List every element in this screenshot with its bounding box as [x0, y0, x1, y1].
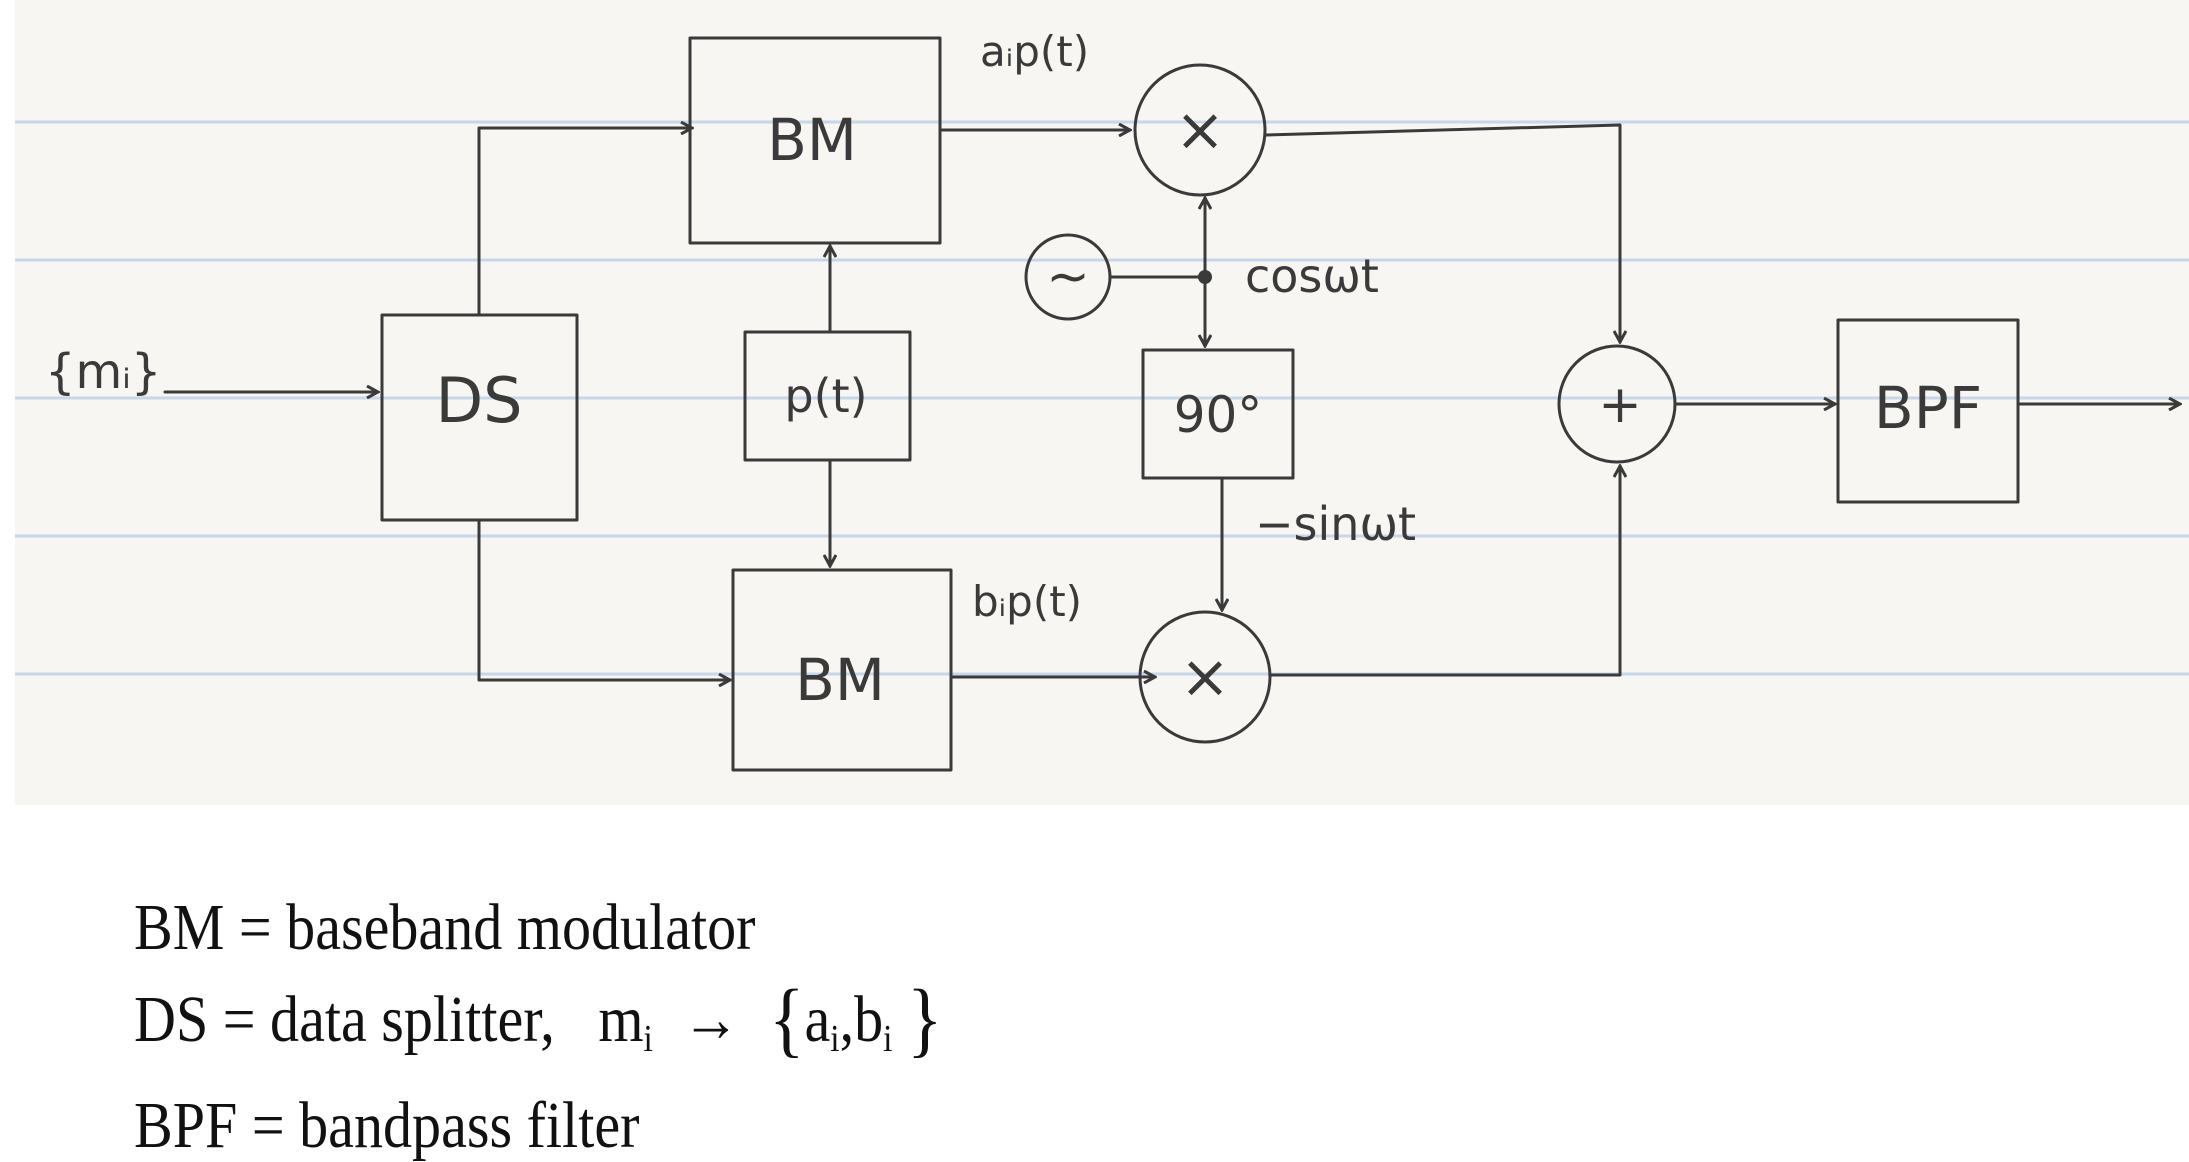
bm-top-block	[688, 36, 942, 245]
notebook-paper	[15, 0, 2189, 805]
top-multiplier-to-adder-line	[1263, 123, 1620, 342]
bm-bottom-block	[731, 568, 953, 772]
legend-ds-b-sub: i	[883, 1018, 893, 1060]
phase-shift-label: 90°	[1174, 386, 1263, 444]
top-branch-signal-label: aᵢp(t)	[980, 27, 1089, 76]
bm-bottom-label: BM	[795, 646, 885, 714]
sin-carrier-label: −sinωt	[1255, 497, 1416, 551]
pulse-block	[743, 330, 912, 462]
bottom-branch-signal-label: bᵢp(t)	[972, 577, 1082, 626]
legend-ds-m-sub: i	[643, 1018, 653, 1060]
ds-block-label: DS	[435, 364, 522, 437]
legend-bm-text: BM = baseband modulator	[134, 891, 756, 964]
top-multiplier-symbol: ×	[1175, 95, 1225, 165]
bottom-multiplier	[1138, 610, 1272, 744]
legend-ds: DS = data splitter, mi → {ai,bi }	[134, 973, 943, 1066]
legend-ds-a: a	[804, 983, 831, 1056]
legend-bpf: BPF = bandpass filter	[134, 1093, 639, 1159]
bpf-block	[1836, 318, 2020, 504]
cos-carrier-label: cosωt	[1245, 249, 1379, 303]
oscillator-symbol: ~	[1046, 247, 1090, 307]
legend-ds-arrow: →	[681, 983, 740, 1056]
input-symbol-label: {mᵢ}	[45, 344, 161, 400]
legend-bpf-text: BPF = bandpass filter	[134, 1089, 640, 1162]
bm-top-label: BM	[767, 106, 857, 174]
legend-ds-open-brace: {	[769, 973, 805, 1066]
legend-bm: BM = baseband modulator	[134, 895, 756, 961]
bpf-block-label: BPF	[1874, 374, 1982, 442]
adder-symbol: +	[1598, 375, 1642, 435]
legend-ds-b: b	[854, 983, 884, 1056]
ds-to-bottom-bm-line	[477, 518, 730, 680]
bottom-multiplier-symbol: ×	[1180, 642, 1230, 712]
pulse-block-label: p(t)	[784, 369, 867, 423]
legend-ds-m: m	[598, 983, 644, 1056]
legend-ds-text: DS = data splitter,	[134, 983, 555, 1056]
phase-shift-block	[1141, 348, 1295, 480]
top-multiplier	[1133, 63, 1267, 197]
legend-ds-close-brace: }	[906, 973, 943, 1066]
legend-ds-a-sub: i	[830, 1018, 840, 1060]
ds-to-top-bm-line	[477, 128, 692, 317]
bottom-multiplier-to-adder-line	[1268, 466, 1620, 677]
